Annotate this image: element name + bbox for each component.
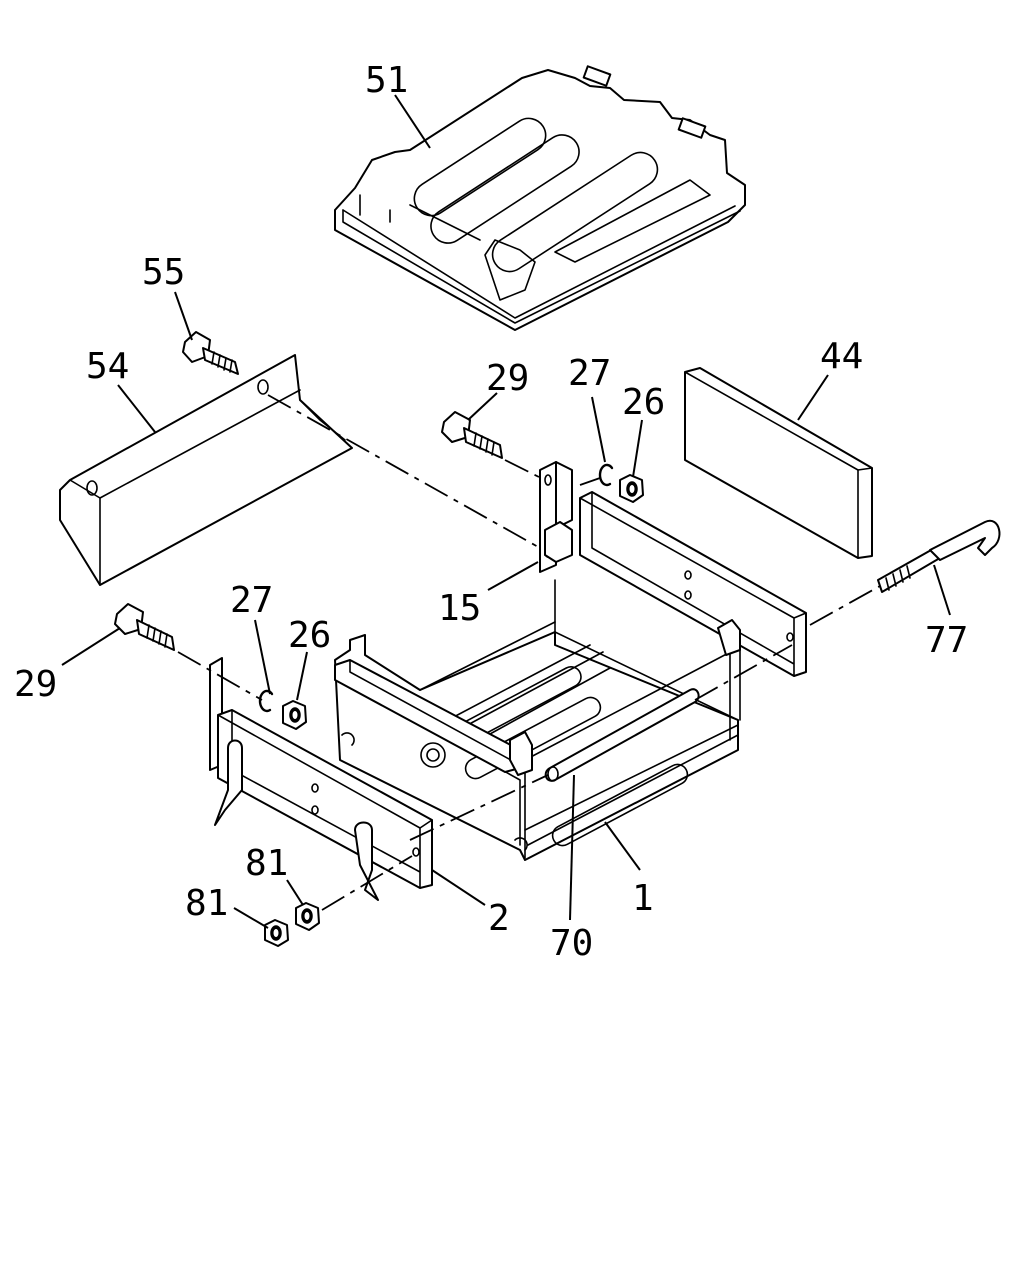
callout-77: 77 [925,620,968,661]
nut-81-upper [295,902,320,931]
callout-15: 15 [438,588,481,629]
callout-27-left: 27 [230,580,273,621]
callout-29-right: 29 [486,358,529,399]
battery-tray [334,579,741,861]
battery-lid [334,65,746,331]
bolt-55 [182,331,239,375]
bracket-15 [539,461,573,573]
callout-2: 2 [488,898,510,939]
nut-26-right [619,474,644,503]
callout-26-left: 26 [288,615,331,656]
insulating-pad [684,367,873,559]
ring-27-right [598,463,614,487]
callout-27-right: 27 [568,353,611,394]
side-cover [59,354,353,586]
bolt-29-left [114,603,175,651]
bolt-29-right [441,411,503,459]
callout-26-right: 26 [622,382,665,423]
callout-55: 55 [142,252,185,293]
callout-1: 1 [632,878,654,919]
nut-26-left [282,700,307,730]
alignment-lines [177,394,881,911]
leader-lines [61,94,951,929]
callout-29-left: 29 [14,664,57,705]
bracket-2 [209,657,433,901]
callout-81-lower: 81 [185,883,228,924]
callout-51: 51 [365,60,408,101]
ring-27-left [258,689,274,713]
callout-44: 44 [820,336,863,377]
callout-70: 70 [550,923,593,964]
nut-81-lower [264,919,289,947]
hook-bolt-77 [877,519,1001,593]
callout-labels: 51 55 54 29 27 26 44 77 15 29 27 26 1 2 … [14,60,968,964]
callout-81-upper: 81 [245,843,288,884]
callout-54: 54 [86,346,129,387]
rear-plate [579,491,807,677]
rod-70 [544,688,700,782]
